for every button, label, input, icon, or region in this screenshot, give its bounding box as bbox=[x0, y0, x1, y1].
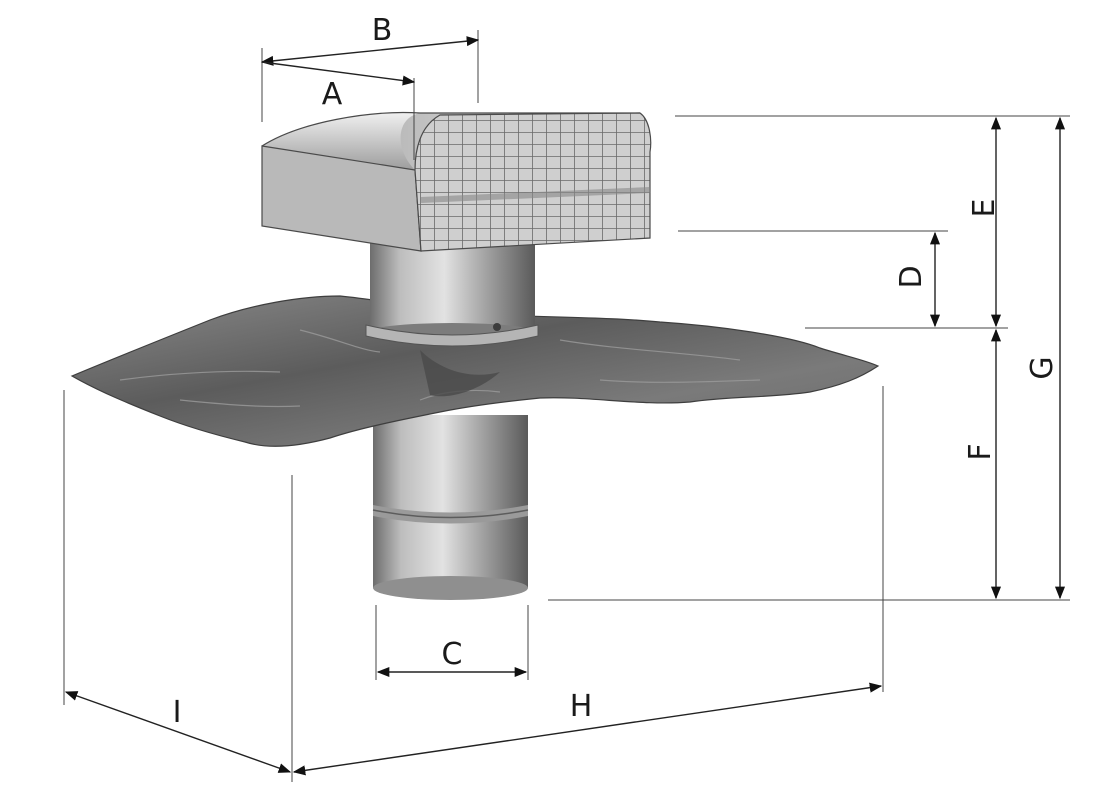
lower-duct bbox=[372, 415, 529, 600]
label-h: H bbox=[570, 689, 593, 724]
upper-pipe bbox=[365, 238, 539, 397]
label-g: G bbox=[1025, 356, 1060, 379]
label-e: E bbox=[967, 199, 1002, 218]
label-c: C bbox=[442, 637, 463, 672]
dimension-lines bbox=[64, 36, 1066, 776]
label-a: A bbox=[322, 77, 343, 112]
dim-line-h bbox=[292, 682, 883, 776]
dim-line-a bbox=[261, 61, 416, 86]
flashing-wrinkles bbox=[119, 329, 761, 408]
dim-line-i bbox=[64, 691, 292, 773]
label-b: B bbox=[372, 13, 393, 48]
roof-flashing bbox=[70, 295, 880, 447]
dimension-labels: B A E D G F C H I bbox=[173, 13, 1060, 730]
label-f: F bbox=[963, 443, 998, 460]
vent-hood bbox=[261, 111, 652, 252]
dim-line-b bbox=[260, 36, 480, 66]
label-i: I bbox=[173, 695, 182, 730]
label-d: D bbox=[894, 265, 929, 288]
